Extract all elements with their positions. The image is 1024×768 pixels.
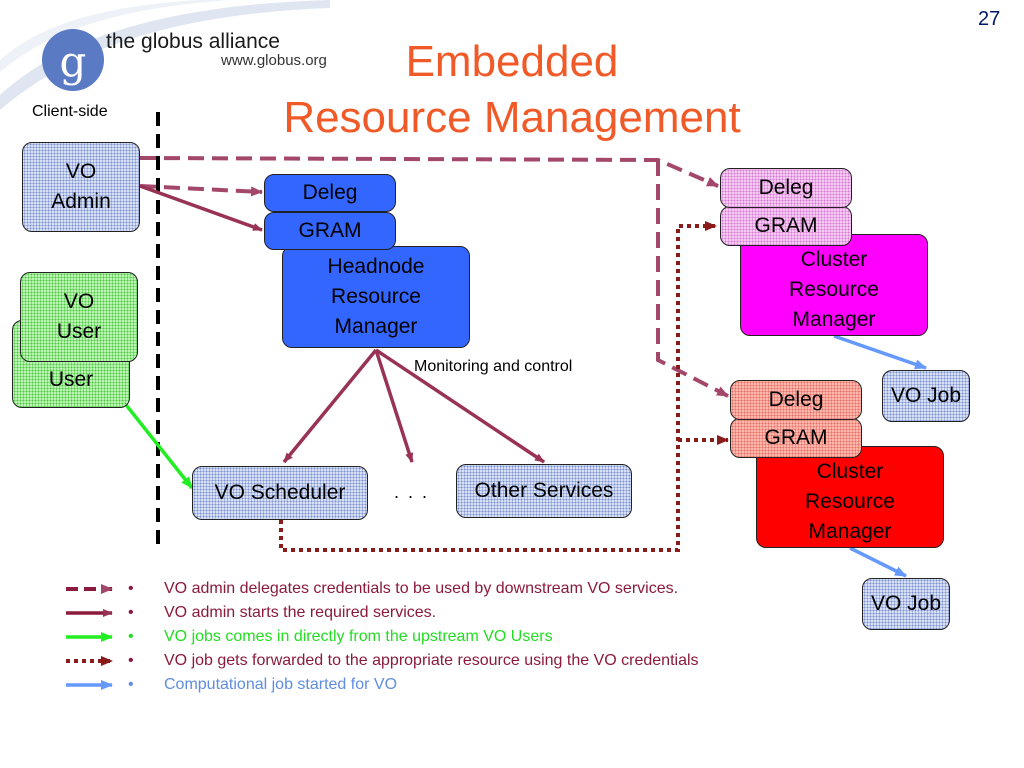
forward-arrow-cluster1	[279, 221, 717, 552]
start-arrow-ellipsis	[374, 349, 414, 463]
vo-scheduler-box[interactable]: VO Scheduler	[192, 466, 368, 520]
monitoring-label: Monitoring and control	[414, 358, 573, 375]
logo-url: www.globus.org	[221, 52, 327, 69]
cluster1-resource-manager-box[interactable]: Cluster Resource Manager	[740, 234, 928, 336]
legend-text-computational: Computational job started for VO	[164, 676, 398, 693]
job-arrow-cluster1	[833, 334, 927, 370]
vo-admin-box[interactable]: VO Admin	[22, 142, 140, 232]
deleg-arrow-headnode	[139, 184, 263, 197]
vo-user-box[interactable]: VO User	[20, 272, 138, 362]
headnode-resource-manager-box[interactable]: Headnode Resource Manager	[282, 246, 470, 348]
page-number: 27	[978, 8, 1001, 30]
ellipsis: . . .	[394, 482, 430, 502]
legend-item-delegation: •VO admin delegates credentials to be us…	[128, 580, 679, 597]
deleg-arrow-cluster2	[656, 160, 729, 398]
logo-name: the globus alliance	[106, 30, 280, 53]
start-arrow-scheduler	[282, 348, 378, 464]
client-side-label: Client-side	[32, 103, 108, 120]
headnode-deleg-box[interactable]: Deleg	[264, 174, 396, 212]
legend-item-computational: •Computational job started for VO	[128, 676, 398, 693]
globus-logo-glyph: g	[60, 37, 87, 86]
legend-item-forward: •VO job gets forwarded to the appropriat…	[128, 652, 699, 669]
cluster1-deleg-box[interactable]: Deleg	[720, 168, 852, 208]
legend-item-start: •VO admin starts the required services.	[128, 604, 437, 621]
globus-logo-circle-icon	[42, 29, 104, 91]
cluster2-gram-box[interactable]: GRAM	[730, 418, 862, 458]
slide-title: Embedded Resource Management	[200, 34, 824, 146]
cluster1-gram-box[interactable]: GRAM	[720, 206, 852, 246]
title-line-1: Embedded	[405, 37, 619, 86]
cluster2-resource-manager-box[interactable]: Cluster Resource Manager	[756, 446, 944, 548]
job-arrow-cluster2	[849, 546, 907, 578]
legend-text-vo-jobs: VO jobs comes in directly from the upstr…	[164, 628, 553, 645]
cluster2-vo-job-box[interactable]: VO Job	[862, 578, 950, 630]
legend-text-delegation: VO admin delegates credentials to be use…	[164, 580, 679, 597]
headnode-gram-box[interactable]: GRAM	[264, 212, 396, 250]
cluster1-vo-job-box[interactable]: VO Job	[882, 370, 970, 422]
globus-logo-swoosh: g	[0, 0, 330, 110]
deleg-arrow-cluster1	[139, 156, 719, 188]
start-arrow-other-services	[375, 348, 545, 464]
cluster2-deleg-box[interactable]: Deleg	[730, 380, 862, 420]
start-arrow-gram	[139, 184, 263, 232]
legend-text-start: VO admin starts the required services.	[164, 604, 437, 621]
other-services-box[interactable]: Other Services	[456, 464, 632, 518]
legend-text-forward: VO job gets forwarded to the appropriate…	[164, 652, 699, 669]
legend-item-vo-jobs: •VO jobs comes in directly from the upst…	[128, 628, 553, 645]
title-line-2: Resource Management	[283, 93, 741, 142]
